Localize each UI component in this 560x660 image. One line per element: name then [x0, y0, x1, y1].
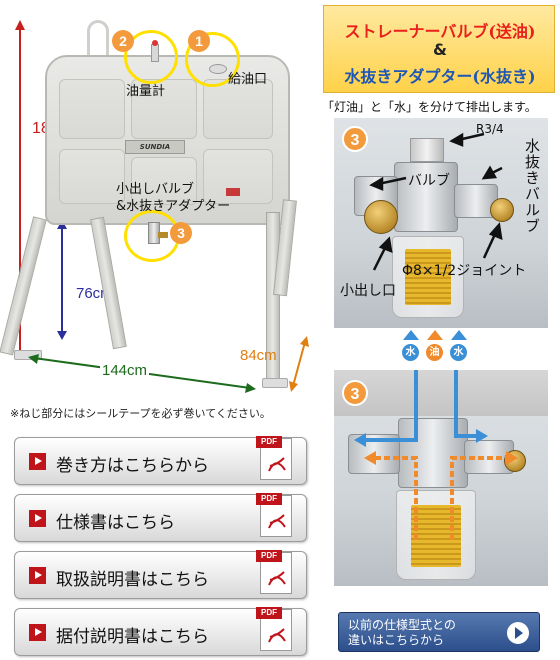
old-spec-line1: 以前の仕様型式との	[348, 618, 456, 632]
pdf-button-label: 取扱説明書はこちら	[56, 570, 209, 590]
outlet-label-line2: &水抜きアダプター	[116, 199, 231, 214]
photo1-arrows	[369, 132, 503, 271]
label-drain-valve: 水抜きバルブ	[523, 138, 541, 234]
play-icon	[29, 453, 46, 470]
label-r34: R3/4	[476, 122, 504, 136]
pdf-tag: PDF	[256, 436, 282, 448]
strainer-title-amp: &	[433, 40, 447, 59]
flow-up-arrows	[403, 330, 467, 340]
pdf-button-wrapping[interactable]: 巻き方はこちらから PDF	[14, 434, 307, 485]
pdf-tag: PDF	[256, 607, 282, 619]
flow-path-arrows	[354, 370, 518, 540]
width-dimension-label: 144cm	[100, 362, 150, 379]
outlet-brass-fitting	[364, 200, 398, 234]
label-sticker	[226, 188, 240, 196]
pdf-button-label: 仕様書はこちら	[56, 513, 175, 533]
gauge-label: 油量計	[126, 84, 166, 99]
badge-3-photo2: 3	[342, 380, 368, 406]
strainer-photo-1: 3 R3/4 バルブ 水抜きバルブ Φ8×1/2ジョイント 小出し口	[334, 118, 548, 328]
pdf-button-installation[interactable]: 据付説明書はこちら PDF	[14, 605, 307, 656]
pdf-button-label: 据付説明書はこちら	[56, 627, 209, 647]
label-valve: バルブ	[408, 173, 450, 189]
badge-3-photo1: 3	[342, 126, 368, 152]
vent-pipe	[87, 20, 109, 60]
tank-diagram: 185.5cm 76cm SUNDIA 2 1 3 油量計 給油口 小出しバルブ…	[0, 0, 330, 400]
badge-3: 3	[170, 222, 192, 244]
play-icon	[29, 624, 46, 641]
depth-dimension-label: 84cm	[240, 347, 277, 364]
seal-tape-note: ※ねじ部分にはシールテープを必ず巻いてください。	[10, 407, 271, 420]
pipe-fitting	[410, 138, 444, 162]
highlight-ring-fill	[185, 32, 240, 87]
pdf-button-label: 巻き方はこちらから	[56, 456, 209, 476]
old-spec-line2: 違いはこちらから	[348, 633, 445, 647]
water-badge-left: 水	[402, 344, 419, 361]
play-icon	[29, 567, 46, 584]
badge-1: 1	[188, 30, 210, 52]
depth-dimension-arrow	[289, 336, 309, 392]
old-spec-button[interactable]: 以前の仕様型式との 違いはこちらから	[338, 612, 540, 652]
arrow-right-circle-icon	[507, 622, 529, 644]
tank-bottom	[334, 370, 548, 416]
fill-port-label: 給油口	[228, 72, 268, 87]
pdf-icon: PDF	[256, 491, 296, 541]
strainer-title-line1: ストレーナーバルブ(送油)	[344, 22, 536, 41]
filter-cup	[392, 236, 464, 318]
strainer-title-box: ストレーナーバルブ(送油) & 水抜きアダプター(水抜き)	[323, 5, 555, 93]
label-joint: Φ8×1/2ジョイント	[402, 263, 527, 279]
strainer-subtitle: 「灯油」と「水」を分けて排出します。	[322, 100, 537, 114]
label-outlet: 小出し口	[340, 283, 396, 299]
foot-pad	[262, 378, 288, 388]
water-badge-right: 水	[450, 344, 467, 361]
outlet-label-line1: 小出しバルブ	[116, 182, 195, 197]
foot-pad	[14, 350, 42, 360]
pdf-icon: PDF	[256, 605, 296, 655]
strainer-photo-2: 3	[334, 370, 548, 586]
filter-cup	[396, 490, 476, 580]
oil-badge: 油	[426, 344, 443, 361]
leg-height-arrow	[57, 220, 67, 340]
pdf-tag: PDF	[256, 550, 282, 562]
pdf-button-manual[interactable]: 取扱説明書はこちら PDF	[14, 548, 307, 599]
strainer-title-line2: 水抜きアダプター(水抜き)	[344, 67, 536, 86]
joint-brass-fitting	[490, 198, 514, 222]
highlight-ring-gauge	[124, 30, 178, 84]
pdf-icon: PDF	[256, 548, 296, 598]
leg-front-right	[90, 216, 127, 350]
brand-plate: SUNDIA	[125, 140, 185, 154]
play-icon	[29, 510, 46, 527]
pdf-icon: PDF	[256, 434, 296, 484]
pdf-button-spec[interactable]: 仕様書はこちら PDF	[14, 491, 307, 542]
badge-2: 2	[112, 30, 134, 52]
pdf-tag: PDF	[256, 493, 282, 505]
